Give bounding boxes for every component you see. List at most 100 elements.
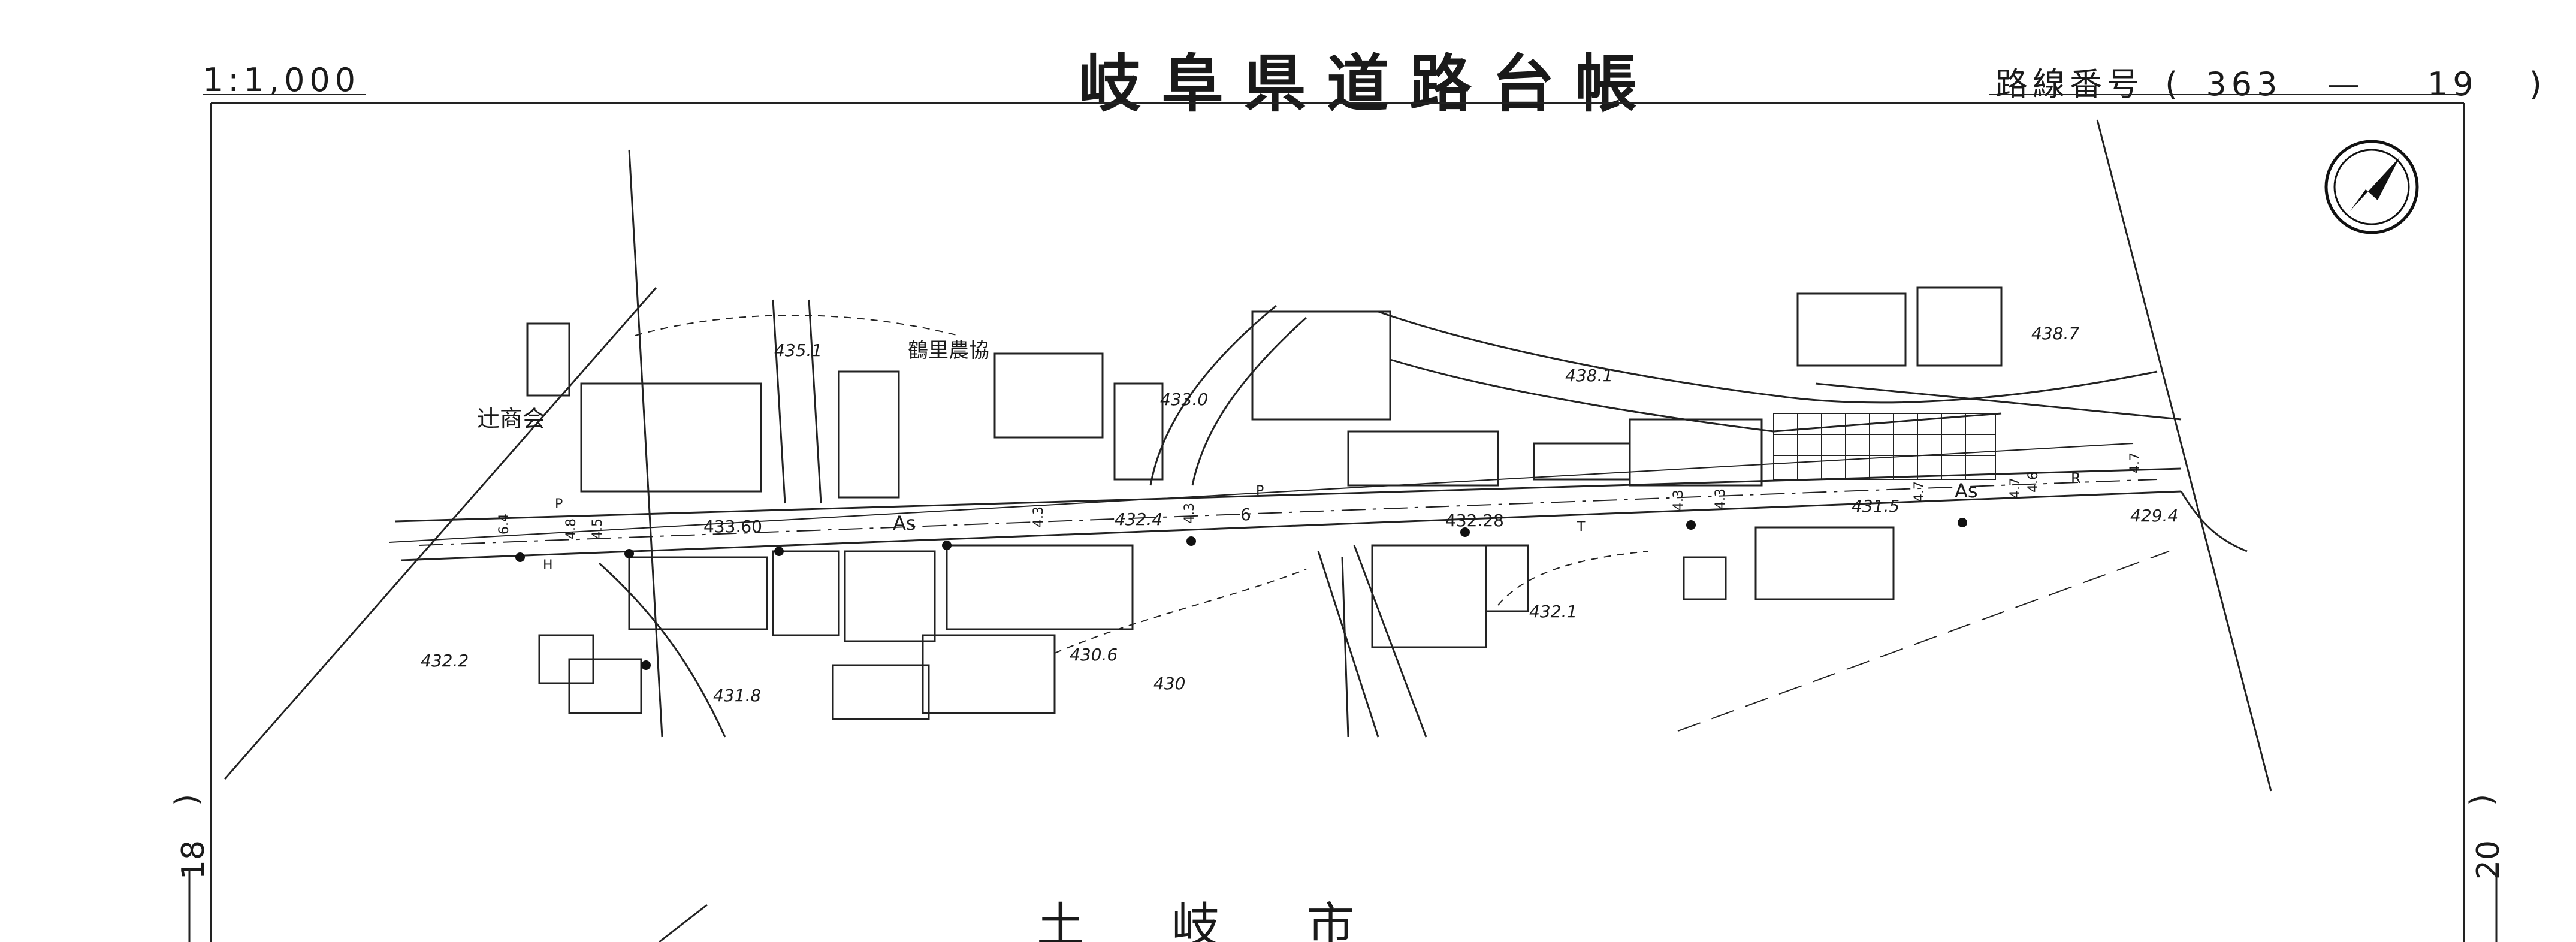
road-width-4-6: 4.6 <box>2026 472 2041 493</box>
survey-point <box>942 541 952 550</box>
elevation-433-60: 433.60 <box>703 517 762 536</box>
building <box>1347 430 1499 487</box>
building <box>1485 544 1529 612</box>
road-width-4-3-d: 4.3 <box>1713 488 1728 509</box>
elevation-432-1: 432.1 <box>1529 602 1577 621</box>
elevation-435-1: 435.1 <box>774 340 822 360</box>
survey-point <box>1686 520 1696 530</box>
road-width-4-3-b: 4.3 <box>1182 503 1197 524</box>
elevation-433-0: 433.0 <box>1160 390 1208 409</box>
building <box>1533 442 1631 481</box>
surface-label-as-left: As <box>893 512 916 535</box>
map-scale: 1:1,000 <box>203 61 361 99</box>
survey-point <box>1460 527 1470 537</box>
route-number-value: 363 <box>2206 65 2282 103</box>
survey-point <box>515 552 525 562</box>
road-width-6: 6 <box>1240 505 1251 524</box>
side-road-south-2 <box>1353 545 1427 738</box>
road-width-4-7-b: 4.7 <box>2008 478 2023 499</box>
contour-south-2 <box>1497 551 1648 606</box>
building <box>838 370 900 499</box>
building <box>946 544 1134 630</box>
road-width-4-7-a: 4.7 <box>1912 481 1927 502</box>
symbol-h-left: H <box>543 558 553 573</box>
route-close-paren: ) <box>2529 65 2547 103</box>
slope-lower <box>1390 358 1774 433</box>
map-boundary-right <box>2096 119 2272 792</box>
side-road-south-3 <box>1341 557 1349 738</box>
elevation-430-6: 430.6 <box>1070 645 1118 665</box>
building <box>1796 292 1907 367</box>
page-title: 岐阜県道路台帳 <box>1079 47 1658 120</box>
building <box>568 658 642 714</box>
symbol-p-mid: P <box>1256 484 1264 499</box>
building <box>772 550 840 636</box>
survey-point <box>624 549 634 558</box>
contour-south <box>1054 569 1307 654</box>
contour-north <box>635 315 959 336</box>
elevation-432-2: 432.2 <box>421 651 469 671</box>
elevation-432-4: 432.4 <box>1115 509 1162 529</box>
elevation-430: 430 <box>1153 674 1185 693</box>
building <box>526 322 570 397</box>
slope-upper <box>1378 310 2158 404</box>
road-edge-north <box>395 467 2182 523</box>
boundary-dashed <box>1677 551 2170 732</box>
road-centerline <box>419 479 2158 546</box>
route-label: 路線番号 <box>1995 65 2144 103</box>
building <box>993 352 1104 439</box>
road-width-4-8: 4.8 <box>564 518 579 539</box>
place-label-bottom: 土 岐 市 <box>1037 898 1391 942</box>
elevation-438-1: 438.1 <box>1565 366 1613 385</box>
elevation-429-4: 429.4 <box>2130 506 2178 526</box>
building <box>1683 556 1727 600</box>
building <box>1371 544 1487 648</box>
survey-point <box>641 660 651 670</box>
place-label-tsurusato-nokyo: 鶴里農協 <box>908 339 989 363</box>
road-width-4-5: 4.5 <box>590 518 605 539</box>
building <box>832 664 930 720</box>
building <box>1754 526 1895 600</box>
boundary-line-left <box>628 149 663 738</box>
side-road-south-west <box>598 562 726 738</box>
hatched-area <box>1773 413 1996 480</box>
side-road-2-west <box>1149 304 1277 486</box>
route-dash: — <box>2327 65 2364 103</box>
road-edge-south <box>401 490 2182 561</box>
embankment-line <box>1773 412 2002 433</box>
retaining-wall <box>1815 382 2182 421</box>
road-edge-east <box>2180 491 2248 552</box>
building <box>580 382 762 493</box>
building <box>844 550 936 642</box>
road-width-4-3-c: 4.3 <box>1671 490 1686 511</box>
north-arrow-icon <box>2324 140 2419 234</box>
elevation-431-8: 431.8 <box>713 686 761 705</box>
route-open-paren: ( <box>2165 65 2183 103</box>
symbol-t-mid: T <box>1577 520 1586 535</box>
road-width-4-3-a: 4.3 <box>1031 506 1046 527</box>
elevation-438-7: 438.7 <box>2031 324 2079 343</box>
building <box>1629 418 1763 487</box>
side-road-2-east <box>1191 316 1307 486</box>
route-sheet-value: 19 <box>2427 65 2478 103</box>
elevation-432-28: 432.28 <box>1445 511 1504 530</box>
side-road-south-1 <box>1317 551 1379 738</box>
road-width-6-4: 6.4 <box>497 514 512 535</box>
bottom-left-boundary <box>659 904 708 942</box>
survey-point <box>774 547 784 556</box>
building <box>1113 382 1164 481</box>
side-road-1-east <box>808 299 822 504</box>
road-right-edge <box>389 443 2134 543</box>
symbol-p-top: P <box>555 497 563 512</box>
survey-point <box>1186 536 1196 546</box>
building <box>1251 310 1391 421</box>
road-width-4-7-c: 4.7 <box>2128 452 2143 473</box>
place-label-tsuji-shokai: 辻商会 <box>477 406 545 432</box>
building <box>628 556 768 630</box>
elevation-431-5: 431.5 <box>1852 496 1899 516</box>
survey-point <box>1958 518 1967 527</box>
side-road-1-west <box>772 299 786 504</box>
building <box>1916 286 2003 367</box>
surface-label-r: R <box>2071 470 2081 487</box>
